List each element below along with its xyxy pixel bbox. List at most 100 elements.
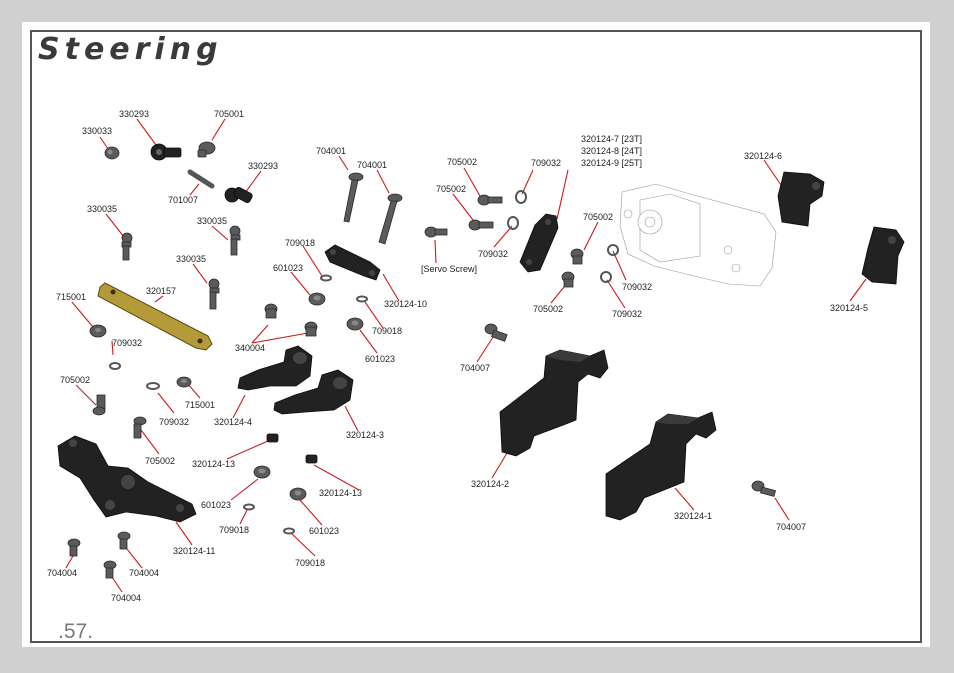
- part-709032-servo-washer-4: [600, 271, 612, 283]
- part-320124-7-servo-horn: [519, 213, 559, 273]
- label-709032-5: 709032: [622, 282, 652, 292]
- part-330293-ball-cup: [150, 143, 182, 161]
- part-704004-screw-2: [117, 531, 131, 550]
- label-320124-7: 320124-7 [23T]: [581, 134, 642, 144]
- part-715001-bushing-2: [176, 376, 192, 388]
- part-320124-4-arm: [237, 345, 313, 391]
- part-340004-collar-2: [304, 321, 318, 337]
- part-320124-10-link: [324, 244, 381, 281]
- label-330035: 330035: [87, 204, 117, 214]
- label-340004: 340004: [235, 343, 265, 353]
- part-330035-ball-stud-2: [229, 225, 241, 256]
- part-320124-6-servo-mount: [777, 171, 825, 227]
- label-709018: 709018: [285, 238, 315, 248]
- part-320124-1-steering-post: [605, 411, 717, 521]
- label-320124-3: 320124-3: [346, 430, 384, 440]
- label-320124-5: 320124-5: [830, 303, 868, 313]
- part-704004-screw-1: [67, 538, 81, 557]
- part-705002-servo-screw-3: [570, 248, 584, 265]
- label-601023-4: 601023: [309, 526, 339, 536]
- part-709032-servo-washer-2: [507, 216, 519, 230]
- label-320124-11: 320124-11: [173, 546, 215, 556]
- label-320124-10: 320124-10: [384, 299, 427, 309]
- part-705002-servo-screw-1: [477, 194, 503, 206]
- part-servo-outline: [619, 183, 777, 287]
- part-601023-bearing-3: [253, 465, 271, 479]
- part-704001-long-screw-1: [343, 172, 364, 223]
- label-704001: 704001: [316, 146, 346, 156]
- label-320124-4: 320124-4: [214, 417, 252, 427]
- label-320124-1: 320124-1: [674, 511, 712, 521]
- label-320124-13: 320124-13: [192, 459, 235, 469]
- label-330035-3: 330035: [176, 254, 206, 264]
- label-709032: 709032: [112, 338, 142, 348]
- part-320124-5-servo-mount: [861, 226, 905, 285]
- label-330033: 330033: [82, 126, 112, 136]
- label-709018-2: 709018: [372, 326, 402, 336]
- label-705002-2: 705002: [145, 456, 175, 466]
- label-601023: 601023: [273, 263, 303, 273]
- part-330035-ball-stud-1: [121, 232, 133, 261]
- leader-lines: [65, 118, 867, 593]
- label-330293: 330293: [119, 109, 149, 119]
- label-715001: 715001: [56, 292, 86, 302]
- part-704007-screw-2: [751, 480, 777, 497]
- label-709018-4: 709018: [295, 558, 325, 568]
- part-709032-servo-washer-3: [607, 244, 619, 256]
- label-320124-13-2: 320124-13: [319, 488, 362, 498]
- label-709032-6: 709032: [612, 309, 642, 319]
- part-320124-2-steering-post: [499, 349, 609, 457]
- page-title: Steering: [38, 32, 223, 67]
- part-705002-screw-2: [133, 416, 147, 439]
- label-701007: 701007: [168, 195, 198, 205]
- label-709032-3: 709032: [531, 158, 561, 168]
- label-704004-3: 704004: [111, 593, 141, 603]
- part-705002-servo-screw-4: [561, 271, 575, 288]
- part-320124-3-arm: [273, 369, 354, 415]
- label-704001-2: 704001: [357, 160, 387, 170]
- part-330033-ball-end: [104, 146, 120, 160]
- part-330035-ball-stud-3: [208, 278, 220, 310]
- label-320124-6: 320124-6: [744, 151, 782, 161]
- part-701007-rod: [187, 169, 215, 189]
- part-709018-washer-3: [243, 503, 255, 511]
- label-709032-2: 709032: [159, 417, 189, 427]
- part-340004-collar-1: [264, 303, 278, 319]
- label-705001: 705001: [214, 109, 244, 119]
- part-servo-screw: [424, 226, 448, 238]
- part-709032-washer-2: [146, 382, 160, 390]
- part-330293-ball-cup-2: [224, 187, 253, 203]
- label-709018-3: 709018: [219, 525, 249, 535]
- part-704001-long-screw-2: [378, 193, 403, 245]
- label-601023-3: 601023: [201, 500, 231, 510]
- part-709018-washer-4: [283, 527, 295, 535]
- part-320157-drag-link-gold: [97, 282, 213, 351]
- label-330035-2: 330035: [197, 216, 227, 226]
- label-704004: 704004: [47, 568, 77, 578]
- label-320124-8: 320124-8 [24T]: [581, 146, 642, 156]
- label-320124-2: 320124-2: [471, 479, 509, 489]
- label-705002-5: 705002: [583, 212, 613, 222]
- part-601023-bearing-2: [346, 317, 364, 331]
- label-320124-9: 320124-9 [25T]: [581, 158, 642, 168]
- label-330293-2: 330293: [248, 161, 278, 171]
- part-705002-servo-screw-2: [468, 219, 494, 231]
- label-601023-2: 601023: [365, 354, 395, 364]
- part-705002-screw-1: [92, 394, 106, 416]
- label-servo-screw: [Servo Screw]: [421, 264, 477, 274]
- part-705001-screw: [197, 141, 216, 158]
- label-320157: 320157: [146, 286, 176, 296]
- part-601023-bearing-1: [308, 292, 326, 306]
- part-709018-washer-1: [320, 274, 332, 282]
- label-704007: 704007: [460, 363, 490, 373]
- part-715001-bushing-1: [89, 324, 107, 338]
- label-715001-2: 715001: [185, 400, 215, 410]
- part-601023-bearing-4: [289, 487, 307, 501]
- part-709032-servo-washer-1: [515, 190, 527, 204]
- part-320124-13-spacer-1: [266, 433, 279, 443]
- label-705002: 705002: [60, 375, 90, 385]
- label-705002-6: 705002: [533, 304, 563, 314]
- part-320124-13-spacer-2: [305, 454, 318, 464]
- part-709018-washer-2: [356, 295, 368, 303]
